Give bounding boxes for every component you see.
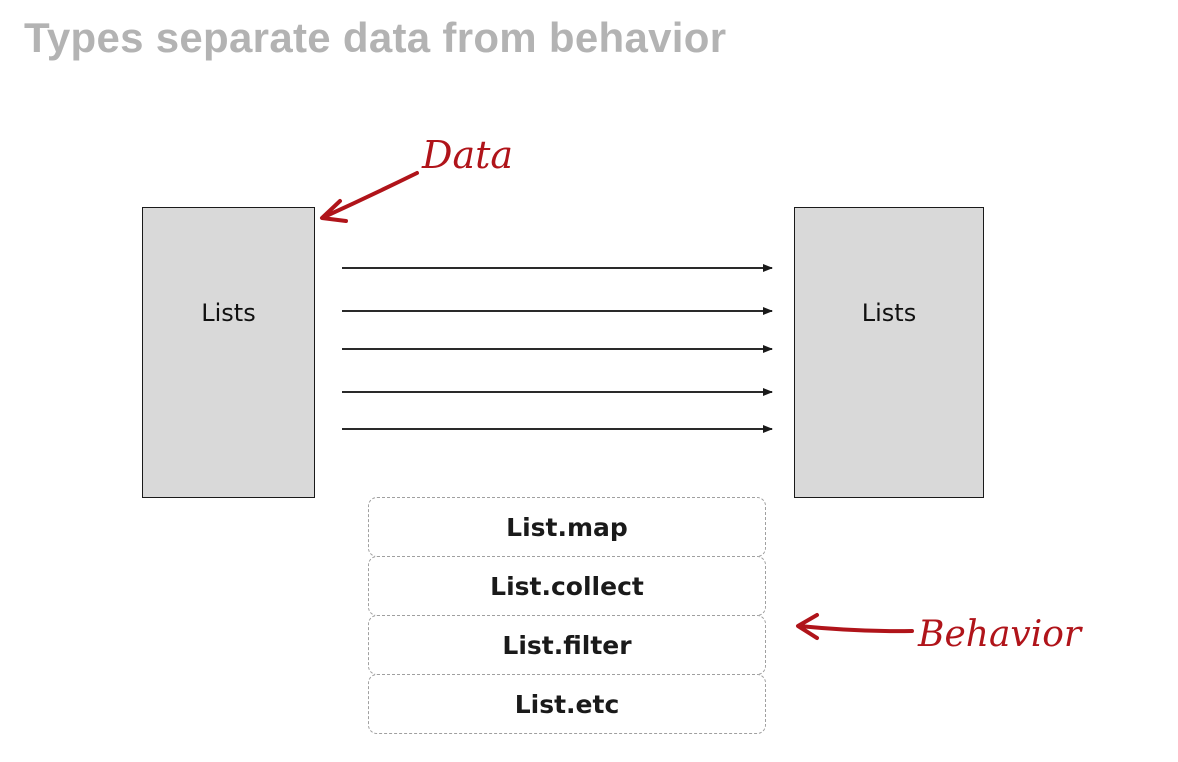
behavior-item-map: List.map bbox=[368, 497, 766, 557]
behavior-list: List.map List.collect List.filter List.e… bbox=[368, 497, 766, 734]
right-box-label: Lists bbox=[861, 298, 917, 327]
right-lists-box: Lists bbox=[794, 207, 984, 498]
behavior-annotation-arrowhead bbox=[796, 613, 819, 640]
behavior-item-etc: List.etc bbox=[368, 674, 766, 734]
behavior-annotation-text: Behavior bbox=[917, 614, 1083, 655]
behavior-label: List.etc bbox=[514, 689, 620, 719]
data-annotation-arrowhead bbox=[320, 199, 348, 223]
behavior-label: List.filter bbox=[502, 630, 632, 660]
left-lists-box: Lists bbox=[142, 207, 315, 498]
behavior-item-filter: List.filter bbox=[368, 615, 766, 675]
behavior-label: List.map bbox=[506, 512, 628, 542]
behavior-annotation-arrow bbox=[797, 624, 914, 634]
data-annotation-arrow bbox=[322, 171, 419, 219]
slide-title: Types separate data from behavior bbox=[24, 14, 727, 61]
data-annotation-text: Data bbox=[421, 133, 513, 177]
left-box-label: Lists bbox=[201, 298, 256, 327]
behavior-label: List.collect bbox=[490, 571, 644, 601]
